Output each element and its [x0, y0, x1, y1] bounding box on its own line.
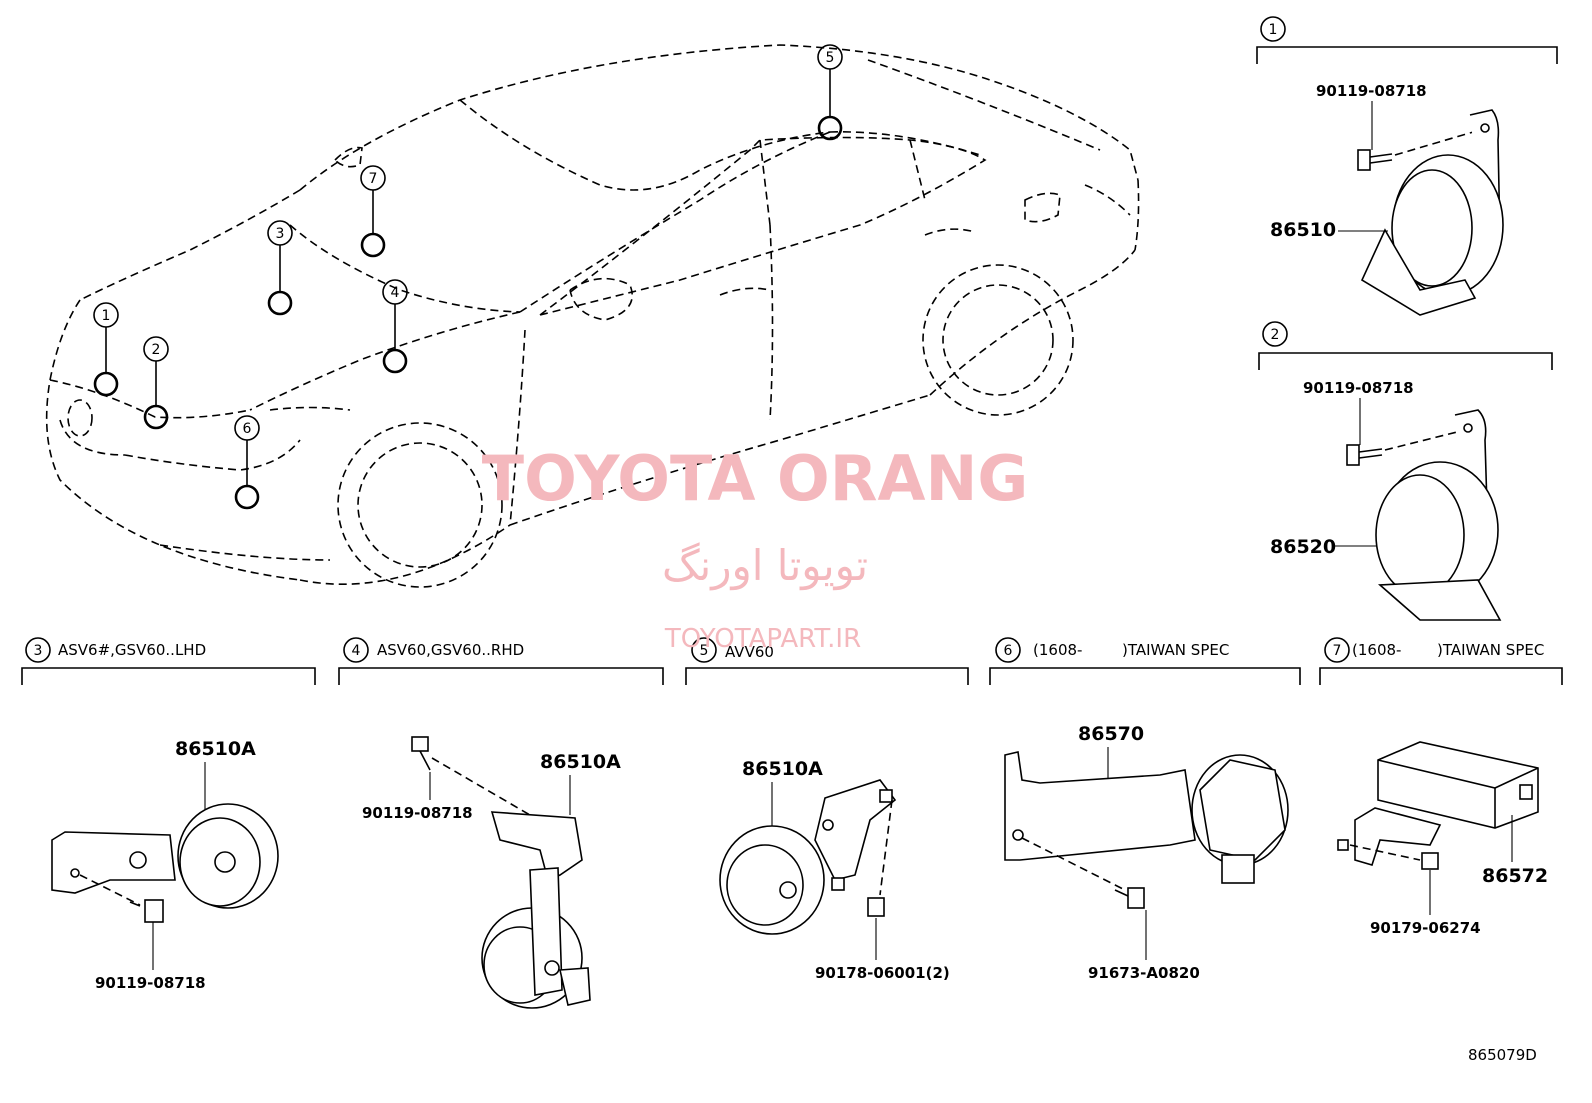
- panel-4-part-label: 86510A: [540, 751, 621, 773]
- callout-4-label: 4: [391, 285, 400, 301]
- panel-1-bolt-label: 90119-08718: [1316, 82, 1427, 100]
- panel-2: 2 90119-08718 86520: [1258, 321, 1553, 621]
- panel-5-header: AVV60: [725, 643, 774, 661]
- callout-5: 5: [817, 44, 843, 141]
- panel-3-bolt-label: 90119-08718: [95, 974, 206, 992]
- watermark-title: TOYOTA ORANG: [482, 442, 1028, 515]
- panel-4-number: 4: [352, 643, 361, 659]
- horn-86520-icon: [1375, 409, 1502, 621]
- panel-7-number: 7: [1333, 643, 1342, 659]
- panel-6-header-b: )TAIWAN SPEC: [1122, 641, 1229, 659]
- callout-3-label: 3: [276, 226, 285, 242]
- panel-7-header-a: (1608-: [1352, 641, 1401, 659]
- callout-1: 1: [93, 302, 119, 397]
- diagram-code: 865079D: [1468, 1046, 1537, 1064]
- panel-5: 5 AVV60 86510A 90178-06001(2): [685, 637, 969, 982]
- callout-2-label: 2: [152, 342, 161, 358]
- panel-5-number: 5: [700, 643, 709, 659]
- nut-icon: [867, 897, 885, 917]
- panel-7: 7 (1608- )TAIWAN SPEC 90179-06274 86572: [1319, 637, 1563, 937]
- bolt-icon: [1357, 149, 1393, 171]
- callout-3: 3: [267, 220, 293, 316]
- control-unit-86570-icon: [1004, 751, 1289, 884]
- bolt-icon: [411, 736, 431, 771]
- panel-5-bolt-label: 90178-06001(2): [815, 964, 950, 982]
- panel-4-header: ASV60,GSV60..RHD: [377, 641, 524, 659]
- panel-7-header-b: )TAIWAN SPEC: [1437, 641, 1544, 659]
- callout-7: 7: [360, 165, 386, 258]
- panel-6-header-a: (1608-: [1033, 641, 1082, 659]
- panel-6: 6 (1608- )TAIWAN SPEC 86570 91673-A0820: [989, 637, 1301, 982]
- panel-3: 3 ASV6#,GSV60..LHD 86510A 90119-08718: [21, 637, 316, 992]
- watermark-site: TOYOTAPART.IR: [664, 624, 861, 654]
- panel-6-number: 6: [1004, 643, 1013, 659]
- car-illustration: [45, 44, 1140, 588]
- callout-1-label: 1: [102, 308, 111, 324]
- bolt-icon: [1114, 887, 1145, 909]
- horn-86510a-icon: [51, 803, 279, 909]
- nut-icon: [1421, 852, 1439, 870]
- panel-4-bolt-label: 90119-08718: [362, 804, 473, 822]
- callout-5-label: 5: [826, 50, 835, 66]
- panel-3-part-label: 86510A: [175, 738, 256, 760]
- horn-86510a-icon: [481, 811, 591, 1009]
- callout-7-label: 7: [369, 171, 378, 187]
- panel-5-part-label: 86510A: [742, 758, 823, 780]
- callout-6: 6: [234, 415, 260, 510]
- callout-6-label: 6: [243, 421, 252, 437]
- panel-4: 4 ASV60,GSV60..RHD 90119-08718 86510A: [338, 637, 664, 1009]
- panel-3-header: ASV6#,GSV60..LHD: [58, 641, 206, 659]
- watermark-persian: تویوتا اورنگ: [662, 541, 868, 590]
- panel-1: 1 90119-08718 86510: [1256, 16, 1558, 316]
- panel-1-part-label: 86510: [1270, 219, 1336, 241]
- bolt-icon: [1346, 444, 1383, 466]
- panel-2-number: 2: [1271, 327, 1280, 343]
- panel-7-bolt-label: 90179-06274: [1370, 919, 1481, 937]
- panel-1-number: 1: [1269, 22, 1278, 38]
- panel-2-part-label: 86520: [1270, 536, 1336, 558]
- panel-3-number: 3: [34, 643, 43, 659]
- panel-6-bolt-label: 91673-A0820: [1088, 964, 1200, 982]
- module-86572-icon: [1337, 741, 1539, 866]
- bolt-icon: [129, 899, 164, 923]
- callout-2: 2: [143, 336, 169, 430]
- panel-6-part-label: 86570: [1078, 723, 1144, 745]
- horn-86510a-icon: [719, 779, 897, 935]
- panel-7-part-label: 86572: [1482, 865, 1548, 887]
- panel-2-bolt-label: 90119-08718: [1303, 379, 1414, 397]
- horn-86510-icon: [1360, 109, 1504, 316]
- callout-4: 4: [382, 279, 408, 374]
